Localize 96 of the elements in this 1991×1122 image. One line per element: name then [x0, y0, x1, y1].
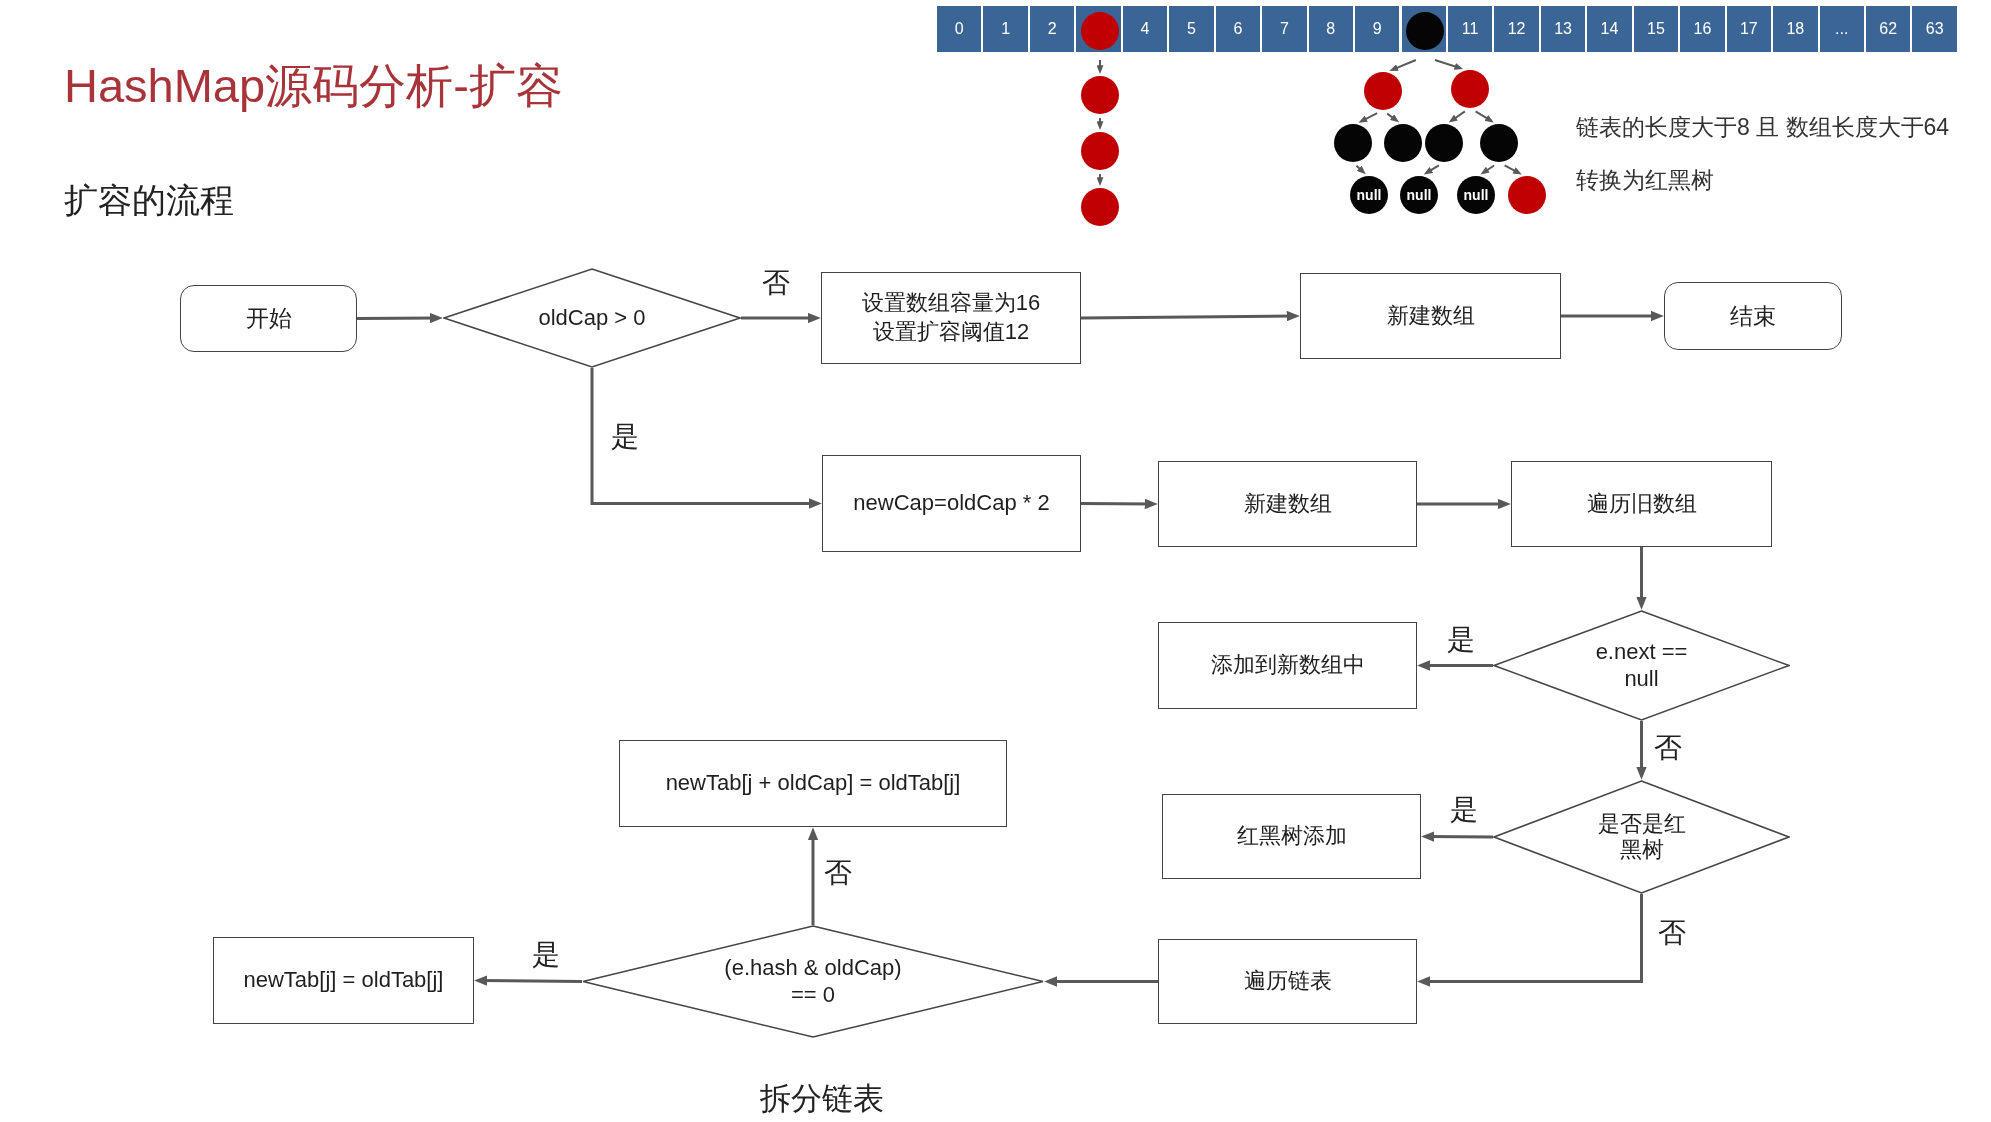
note-text: 转换为红黑树: [1576, 167, 1714, 195]
array-cell: 62: [1866, 6, 1913, 52]
condition-text: e.next == null: [1594, 639, 1689, 692]
arrow: [741, 312, 821, 324]
arrow: [1480, 164, 1496, 175]
arrow: [1417, 894, 1643, 987]
array-cell: 1: [983, 6, 1030, 52]
edge-label: 否: [1656, 919, 1688, 947]
section-heading: 扩容的流程: [64, 180, 234, 221]
arrow: [1474, 110, 1494, 123]
edge-label: 是: [1448, 796, 1480, 824]
arrow: [1044, 976, 1158, 987]
decision-diamond: [1493, 780, 1790, 894]
array-cell: ...: [1819, 6, 1866, 52]
arrow: [1448, 110, 1466, 123]
edge-label: 是: [1445, 626, 1477, 654]
caption-text: 拆分链表: [760, 1082, 884, 1114]
process-box: [1511, 461, 1772, 547]
arrow: [357, 312, 443, 324]
array-cell: 8: [1308, 6, 1356, 52]
step-text: 添加到新数组中: [1210, 651, 1365, 680]
arrow: [1417, 498, 1511, 510]
arrow: [1358, 112, 1379, 123]
array-cell: 12: [1494, 6, 1541, 52]
array-cell: 14: [1587, 6, 1634, 52]
arrow: [1096, 117, 1104, 130]
arrow: [1386, 112, 1400, 123]
arrow: [590, 368, 822, 509]
arrow: [1636, 721, 1647, 780]
edge-label: 否: [1652, 734, 1684, 762]
step-text: 新建数组: [1386, 301, 1475, 330]
array-cell: 11: [1447, 6, 1495, 52]
arrow: [1081, 310, 1300, 322]
step-text: 设置数组容量为16: [861, 289, 1041, 318]
process-box: [1158, 939, 1417, 1024]
step-text: newCap=oldCap * 2: [853, 489, 1050, 518]
process-box: [619, 740, 1007, 827]
array-cell: 6: [1215, 6, 1263, 52]
process-box: [213, 937, 474, 1024]
arrow: [1096, 173, 1104, 186]
edge-label: 否: [760, 269, 792, 297]
step-text: newTab[j] = oldTab[j]: [243, 966, 444, 995]
array-cell: 16: [1680, 6, 1727, 52]
condition-text: (e.hash & oldCap) == 0: [723, 955, 903, 1008]
process-box: [1300, 273, 1561, 359]
decision-diamond: [582, 925, 1044, 1038]
step-text: 红黑树添加: [1236, 822, 1347, 851]
arrow: [1421, 831, 1493, 842]
arrow: [474, 975, 582, 986]
decision-diamond: [443, 268, 741, 368]
arrow: [1096, 59, 1104, 74]
decision-diamond: [1493, 610, 1790, 721]
arrow: [1636, 547, 1647, 610]
array-cell: 2: [1029, 6, 1077, 52]
step-text: 设置扩容阈值12: [872, 318, 1030, 346]
array-cell: 5: [1169, 6, 1216, 52]
step-text: 新建数组: [1243, 489, 1332, 518]
condition-text: 是否是红黑树: [1596, 810, 1687, 864]
array-cell: 9: [1355, 6, 1402, 52]
edge-label: 否: [822, 859, 854, 887]
terminal-box: [1664, 282, 1842, 350]
terminal-text: 开始: [245, 304, 292, 333]
arrow: [807, 827, 819, 925]
array-cell: 18: [1773, 6, 1820, 52]
process-box: [821, 272, 1081, 364]
edge-label: 是: [530, 941, 562, 969]
arrow: [1433, 59, 1464, 70]
array-cell: 17: [1726, 6, 1774, 52]
edge-label: 是: [609, 423, 641, 451]
terminal-text: 结束: [1730, 301, 1776, 331]
array-cell: 0: [937, 6, 984, 52]
arrow: [1423, 164, 1440, 175]
process-box: [822, 455, 1081, 552]
array-cell: 7: [1262, 6, 1309, 52]
step-text: 遍历链表: [1243, 967, 1332, 996]
null-text: null: [1356, 188, 1382, 202]
process-box: [1158, 622, 1417, 709]
null-text: null: [1463, 188, 1489, 202]
arrow: [1561, 310, 1664, 322]
note-text: 链表的长度大于8 且 数组长度大于64: [1576, 114, 1950, 142]
process-box: [1158, 461, 1417, 547]
arrow: [1355, 164, 1366, 175]
arrow: [1081, 498, 1158, 510]
null-text: null: [1406, 188, 1432, 202]
terminal-box: [180, 285, 357, 352]
arrow: [1417, 660, 1493, 671]
condition-text: oldCap > 0: [538, 304, 646, 332]
array-cell: 13: [1540, 6, 1588, 52]
arrow: [1389, 59, 1417, 71]
step-text: 遍历旧数组: [1586, 489, 1697, 518]
arrow: [1503, 164, 1522, 175]
array-cell: 63: [1912, 6, 1959, 52]
step-text: newTab[j + oldCap] = oldTab[j]: [665, 769, 961, 798]
array-cell: 4: [1122, 6, 1170, 52]
process-box: [1162, 794, 1421, 879]
array-cell: 15: [1633, 6, 1681, 52]
